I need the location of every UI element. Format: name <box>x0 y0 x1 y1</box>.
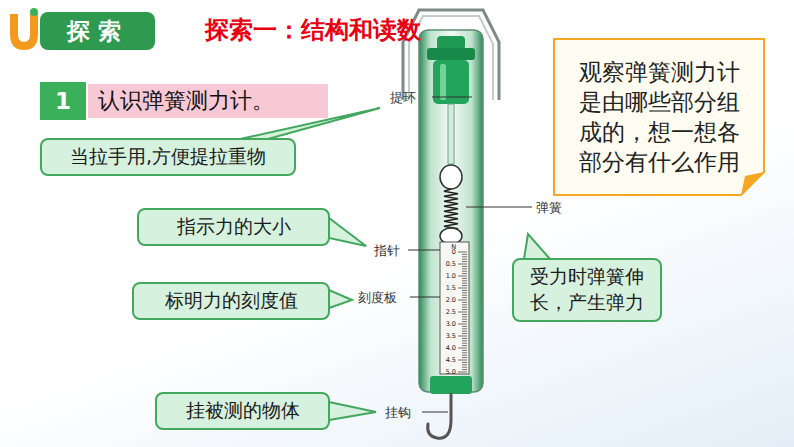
node-text: 指示力的大小 <box>177 214 291 240</box>
tick <box>462 271 467 272</box>
callout-box: 受力时弹簧伸长，产生弹力 <box>512 258 662 322</box>
step-number: 1 <box>40 82 86 120</box>
tick <box>462 302 467 303</box>
tick <box>462 333 467 334</box>
part-label: 刻度板 <box>358 289 397 307</box>
tick <box>462 345 467 346</box>
tick <box>462 362 467 363</box>
tick <box>462 352 467 353</box>
scale-number: 4.0 <box>441 345 456 352</box>
callout-box: 标明力的刻度值 <box>132 282 330 320</box>
node-text: 标明力的刻度值 <box>165 288 298 314</box>
section-tab: 探索 <box>40 12 155 50</box>
tick <box>462 280 467 281</box>
tick <box>458 372 467 373</box>
tick <box>462 261 467 262</box>
tick <box>462 278 467 279</box>
tick <box>462 314 467 315</box>
tick <box>462 340 467 341</box>
tick <box>462 316 467 317</box>
tick <box>462 326 467 327</box>
tick <box>462 367 467 368</box>
step-heading: 认识弹簧测力计。 <box>88 84 328 118</box>
scale-number: 3.5 <box>441 333 456 340</box>
tick <box>458 264 467 265</box>
tick <box>462 304 467 305</box>
callout-box: 当拉手用,方便提拉重物 <box>40 138 296 176</box>
tick <box>462 319 467 320</box>
tick <box>462 350 467 351</box>
node-text: 当拉手用,方便提拉重物 <box>70 144 266 170</box>
scale-number: 4.5 <box>441 357 456 364</box>
ring <box>440 165 462 189</box>
tick <box>462 285 467 286</box>
tick <box>462 331 467 332</box>
scale-number: 1.0 <box>441 273 456 280</box>
tick <box>462 273 467 274</box>
part-label: 挂钩 <box>385 404 411 422</box>
callout-box: 挂被测的物体 <box>155 392 330 430</box>
scale-number: 2.5 <box>441 309 456 316</box>
node-text: 受力时弹簧伸长，产生弹力 <box>524 264 650 316</box>
leader-lines <box>408 97 532 412</box>
tick <box>458 300 467 301</box>
tick <box>462 297 467 298</box>
tick <box>462 290 467 291</box>
spring-coil <box>444 189 458 234</box>
scale-number: 1.5 <box>441 285 456 292</box>
tick <box>462 321 467 322</box>
part-label: 提环 <box>390 89 416 107</box>
tick <box>458 252 467 253</box>
part-label: 指针 <box>374 242 400 260</box>
tick <box>462 328 467 329</box>
tick <box>458 336 467 337</box>
slide-title: 探索一：结构和读数 <box>205 14 421 46</box>
scale-ticks <box>458 252 467 372</box>
tick <box>462 369 467 370</box>
tick <box>458 276 467 277</box>
scale-plate <box>440 242 469 374</box>
note-box: 观察弹簧测力计是由哪些部分组成的，想一想各部分有什么作用 <box>553 38 765 196</box>
tick <box>462 259 467 260</box>
tick <box>462 292 467 293</box>
tick <box>462 364 467 365</box>
part-label: 弹簧 <box>536 199 562 217</box>
scale-number: 2.0 <box>441 297 456 304</box>
tick <box>462 343 467 344</box>
node-text: 1 <box>55 88 71 114</box>
tick <box>462 309 467 310</box>
tick <box>462 268 467 269</box>
scale-number: 0.5 <box>441 261 456 268</box>
hook <box>428 394 451 438</box>
node-text: 认识弹簧测力计。 <box>98 86 274 116</box>
tick <box>462 307 467 308</box>
tick <box>462 254 467 255</box>
tick <box>462 266 467 267</box>
tick <box>458 360 467 361</box>
tick <box>462 338 467 339</box>
tick <box>462 295 467 296</box>
node-text: 挂被测的物体 <box>186 398 300 424</box>
tube-body <box>419 30 483 392</box>
tick <box>462 283 467 284</box>
bottom-cap <box>430 376 472 394</box>
callout-box: 指示力的大小 <box>137 208 330 246</box>
tick <box>458 324 467 325</box>
node-text: 探索 <box>67 16 129 47</box>
tick <box>462 355 467 356</box>
scale-number: 5.0 <box>441 369 456 376</box>
scale-number: 0 <box>441 249 456 256</box>
node-text: 观察弹簧测力计是由哪些部分组成的，想一想各部分有什么作用 <box>569 57 749 177</box>
tick <box>462 357 467 358</box>
tick <box>458 288 467 289</box>
top-cap <box>427 36 475 164</box>
scale-number: 3.0 <box>441 321 456 328</box>
tick <box>458 312 467 313</box>
logo <box>10 8 38 50</box>
tick <box>458 348 467 349</box>
tick <box>462 256 467 257</box>
